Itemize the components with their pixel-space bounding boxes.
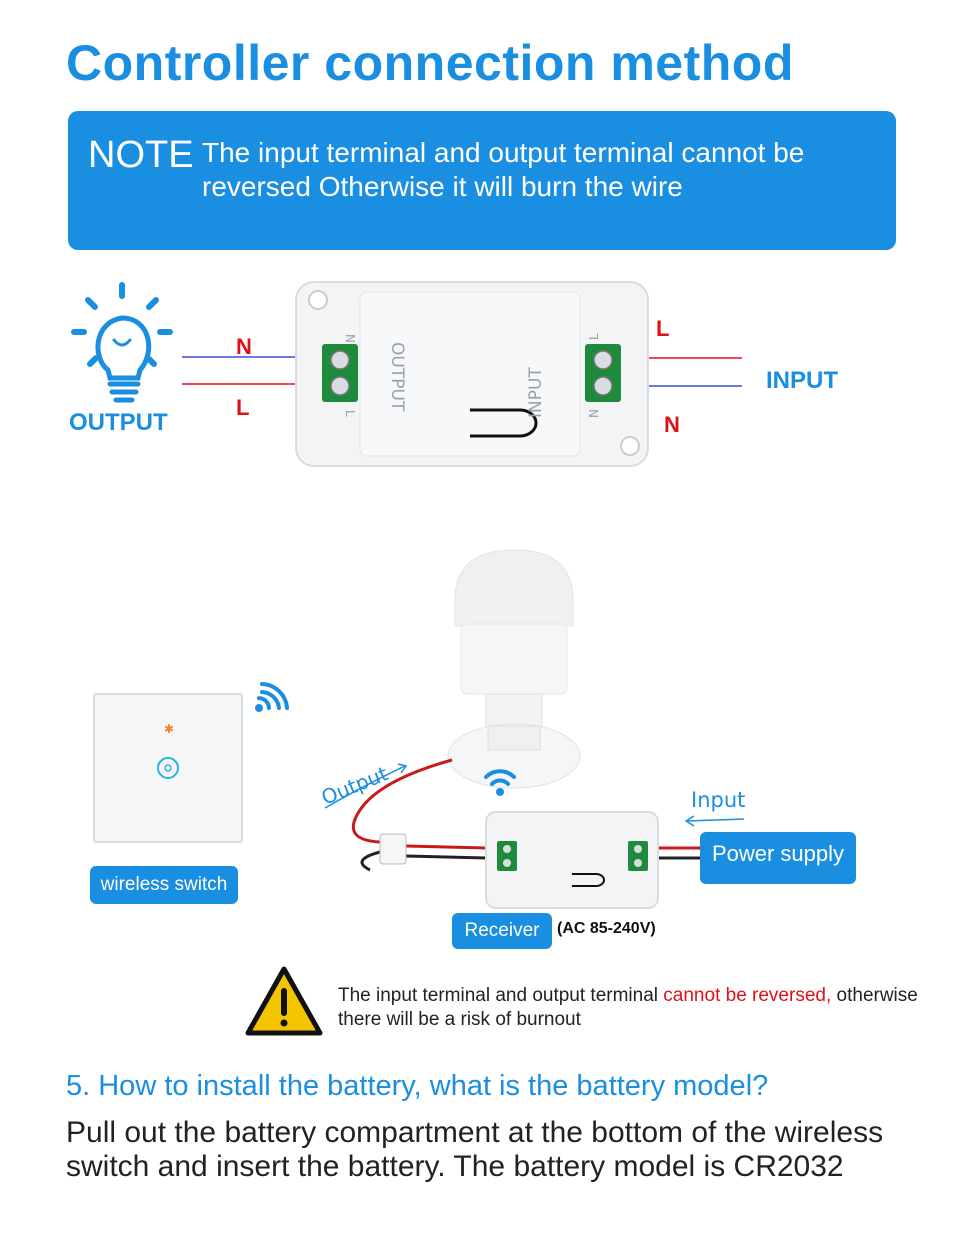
output-arrow [324, 763, 408, 809]
terminal-right-b: N [587, 409, 601, 418]
receiver-small [485, 811, 659, 909]
faq-question: 5. How to install the battery, what is t… [66, 1070, 769, 1102]
faq-answer: Pull out the battery compartment at the … [66, 1116, 884, 1183]
receiver-wifi-icon [484, 769, 516, 796]
lightbulb-icon [71, 282, 173, 403]
power-supply-label: Power supply [700, 832, 856, 884]
note-text: The input terminal and output terminal c… [202, 137, 805, 202]
svg-text:✱: ✱ [164, 722, 174, 736]
wireless-switch-panel: ✱ [93, 693, 243, 843]
wire-label-right-l: L [656, 316, 670, 341]
note-banner [68, 111, 896, 250]
device-input-text: INPUT [526, 367, 546, 418]
receiver-label: Receiver [452, 913, 552, 949]
warning-text-red: cannot be reversed, [663, 985, 832, 1006]
warning-text: The input terminal and output terminal c… [338, 984, 918, 1032]
warning-text-start: The input terminal and output terminal [338, 985, 664, 1006]
voltage-text: (AC 85-240V) [557, 920, 656, 937]
wireless-switch-label: wireless switch [90, 866, 238, 904]
device-output-text: OUTPUT [387, 342, 407, 412]
wire-label-left-l: L [236, 395, 250, 420]
note-tag: NOTE [88, 134, 194, 176]
wire-label-left-n: N [236, 334, 252, 359]
receiver-module: OUTPUT INPUT N L L N [295, 281, 649, 467]
terminal-left-a: N [343, 334, 357, 343]
input-label: INPUT [766, 367, 838, 394]
input-arrow [684, 815, 745, 827]
connection-scene: ✱ [93, 549, 745, 909]
wire-label-right-n: N [664, 412, 680, 437]
output-label: OUTPUT [69, 409, 168, 436]
output-arrow-label: Output [318, 761, 392, 809]
light-bulb-image [447, 549, 581, 789]
wifi-signal-icon [255, 682, 289, 712]
wiring-diagram: OUTPUT INPUT N L L N [71, 281, 742, 467]
terminal-left-b: L [343, 410, 357, 417]
page-title: Controller connection method [66, 35, 794, 91]
terminal-right-a: L [587, 333, 601, 340]
pair-button-icon [470, 408, 538, 438]
warning-icon [245, 966, 323, 1036]
input-arrow-label: Input [691, 788, 745, 812]
warning-text-end: otherwise there will be a risk of burnou… [338, 985, 918, 1030]
